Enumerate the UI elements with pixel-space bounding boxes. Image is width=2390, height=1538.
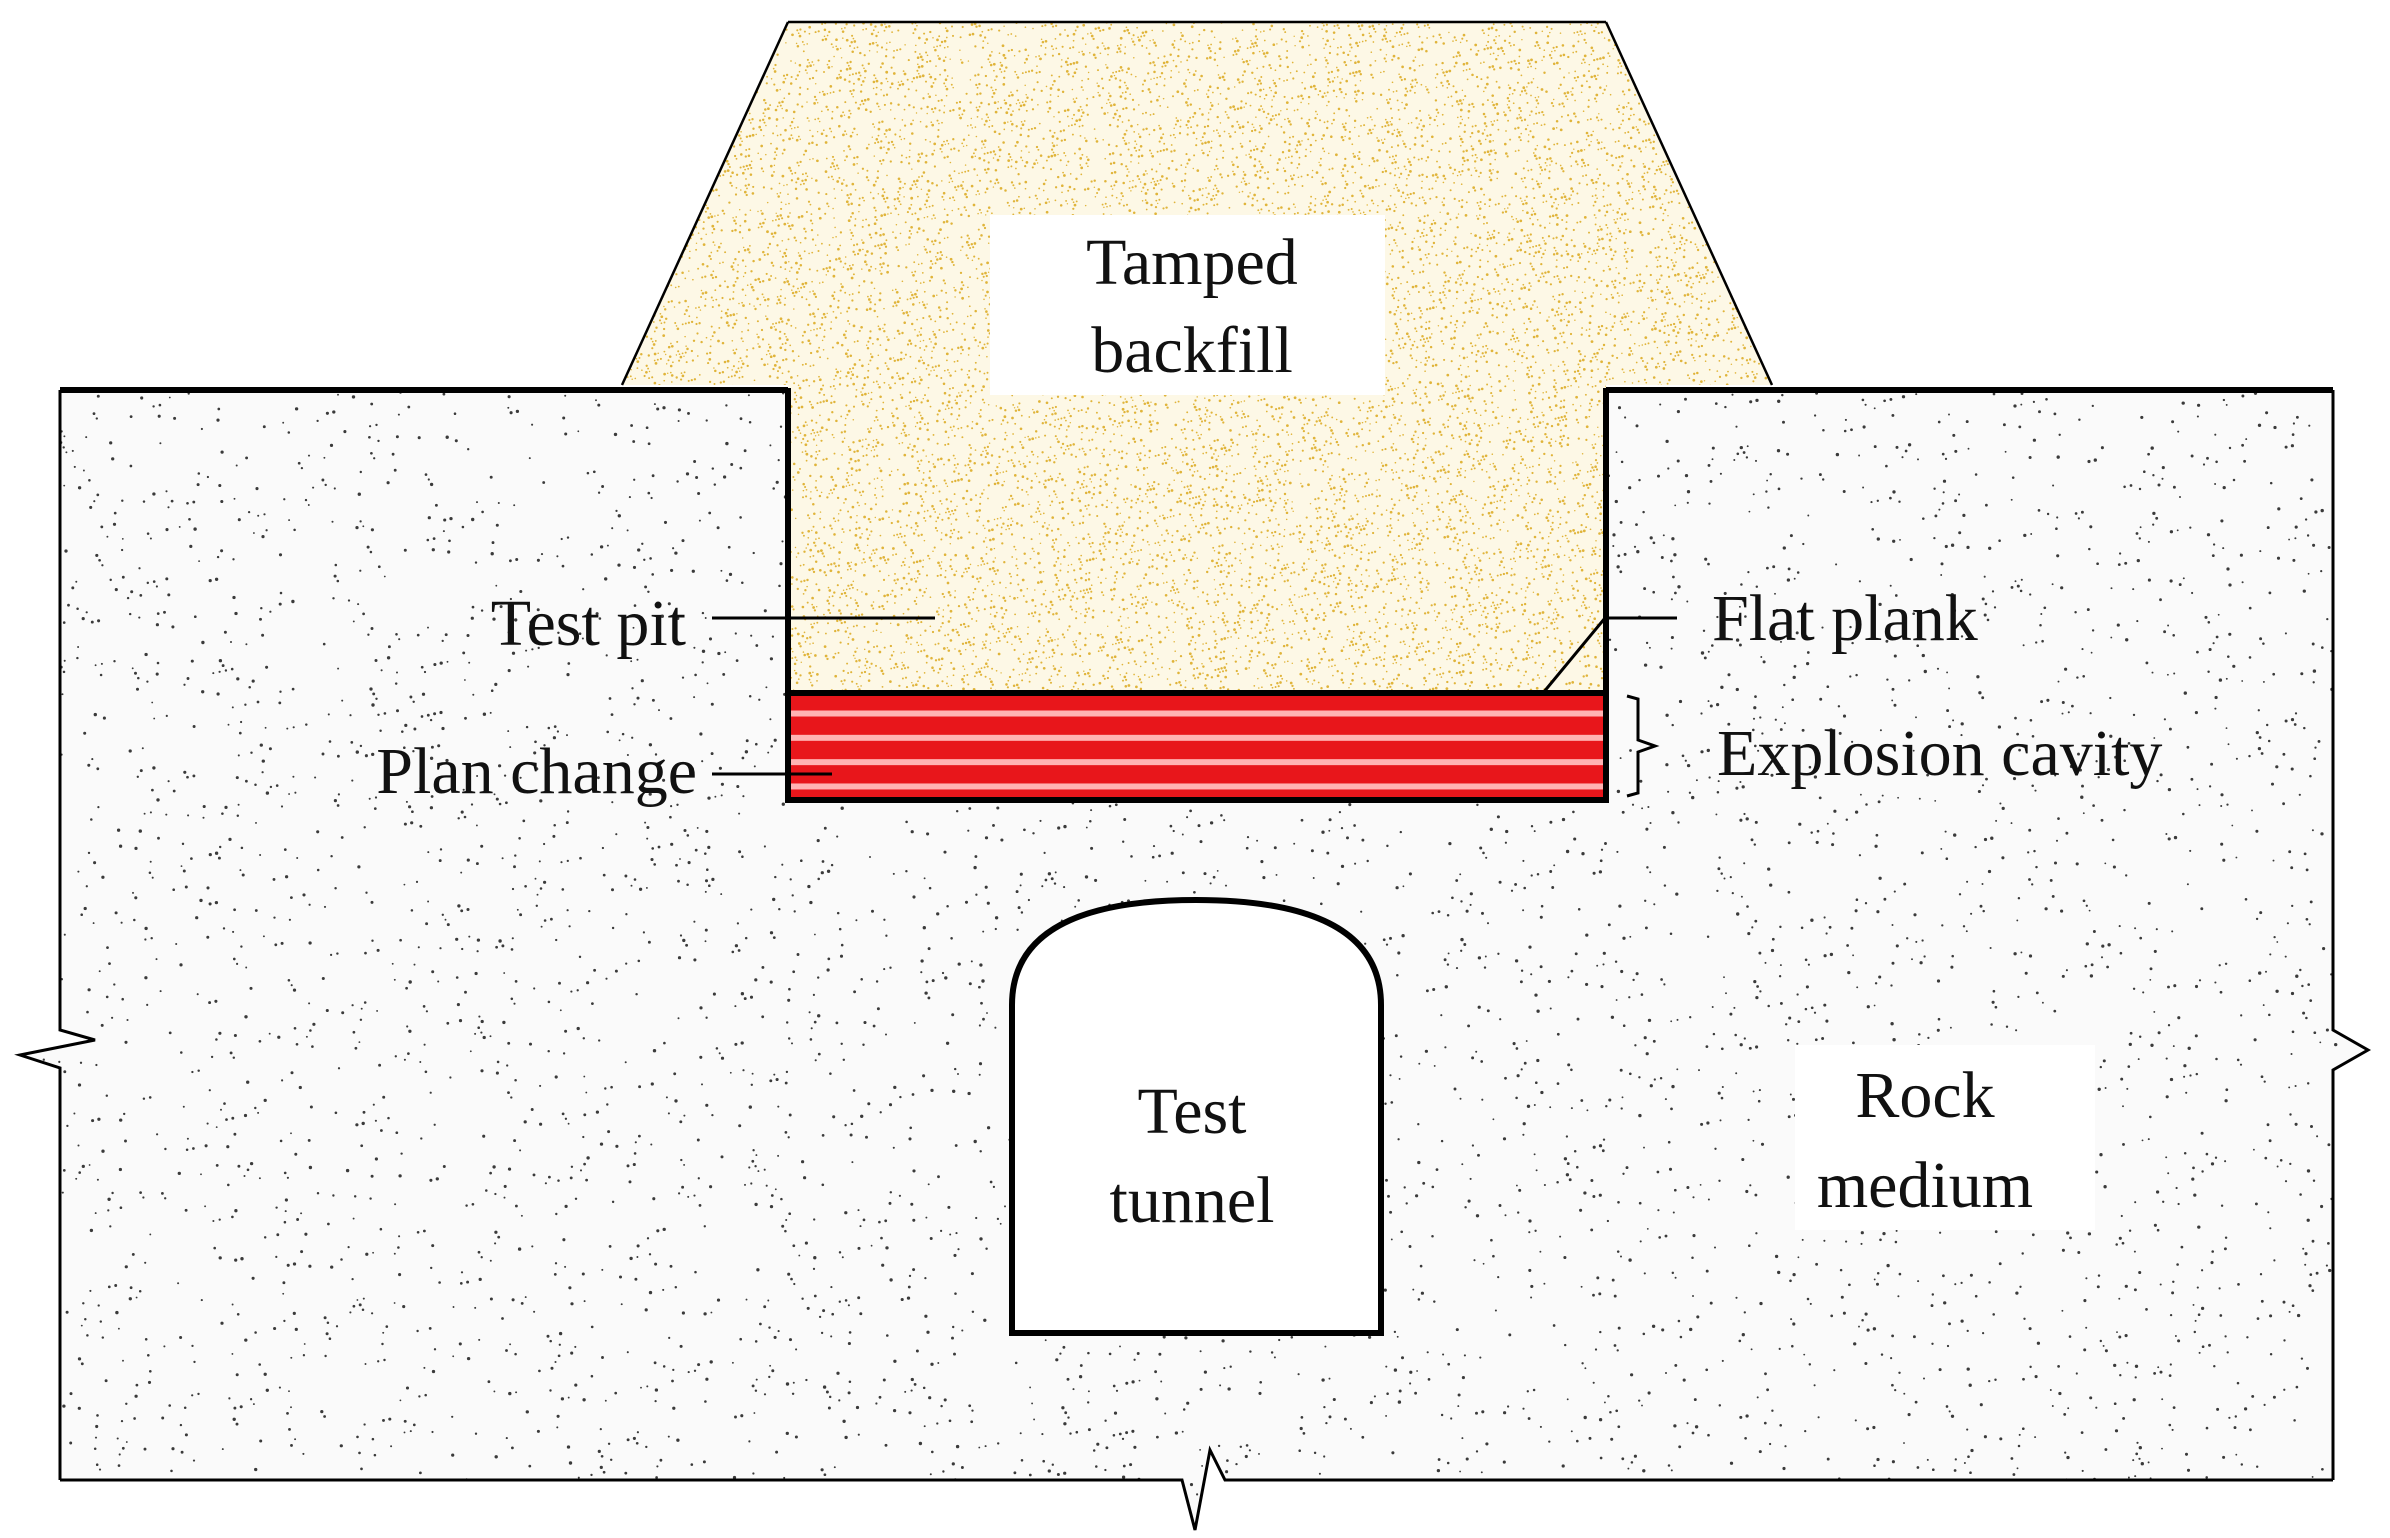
tunnel-outline: [1009, 896, 1384, 1336]
tamped-backfill-label-line2: backfill: [1091, 314, 1293, 387]
test-tunnel: [1009, 896, 1384, 1336]
backfill-label-backdrop: [990, 215, 1385, 395]
flat-plank-label: Flat plank: [1712, 582, 1978, 655]
backfill-slope-left: [620, 21, 790, 386]
outlines: [14, 387, 2372, 1531]
plan-change-label: Plan change: [376, 735, 697, 808]
tamped-backfill: [620, 20, 1774, 690]
explosion-cavity-brace: [1626, 694, 1660, 798]
rock-side-left: [14, 390, 96, 1480]
rock-medium-label-line2: medium: [1817, 1149, 2033, 1222]
rock-label-backdrop: [1795, 1045, 2095, 1230]
flat-plank-leader: [1541, 616, 1677, 694]
explosion-cavity-label: Explosion cavity: [1717, 717, 2162, 790]
cavity-stripe: [788, 710, 1606, 717]
test-tunnel-label-line2: tunnel: [1110, 1164, 1275, 1237]
rock-medium-label-line1: Rock: [1855, 1059, 1994, 1132]
explosion-cavity: [788, 693, 1606, 800]
rock-side-right: [2331, 390, 2372, 1480]
backfill-slope-right: [1604, 21, 1774, 386]
cavity-stripe: [788, 734, 1606, 741]
labels: Tamped backfill Test pit Flat plank Plan…: [376, 226, 2162, 1237]
test-tunnel-label-line1: Test: [1137, 1075, 1246, 1148]
rock-bottom: [60, 1445, 2333, 1531]
cavity-stripe: [788, 759, 1606, 766]
test-pit-label: Test pit: [491, 587, 686, 660]
leader-lines: [712, 616, 1677, 798]
cavity-stripe: [788, 783, 1606, 790]
tamped-backfill-label-line1: Tamped: [1086, 226, 1298, 299]
